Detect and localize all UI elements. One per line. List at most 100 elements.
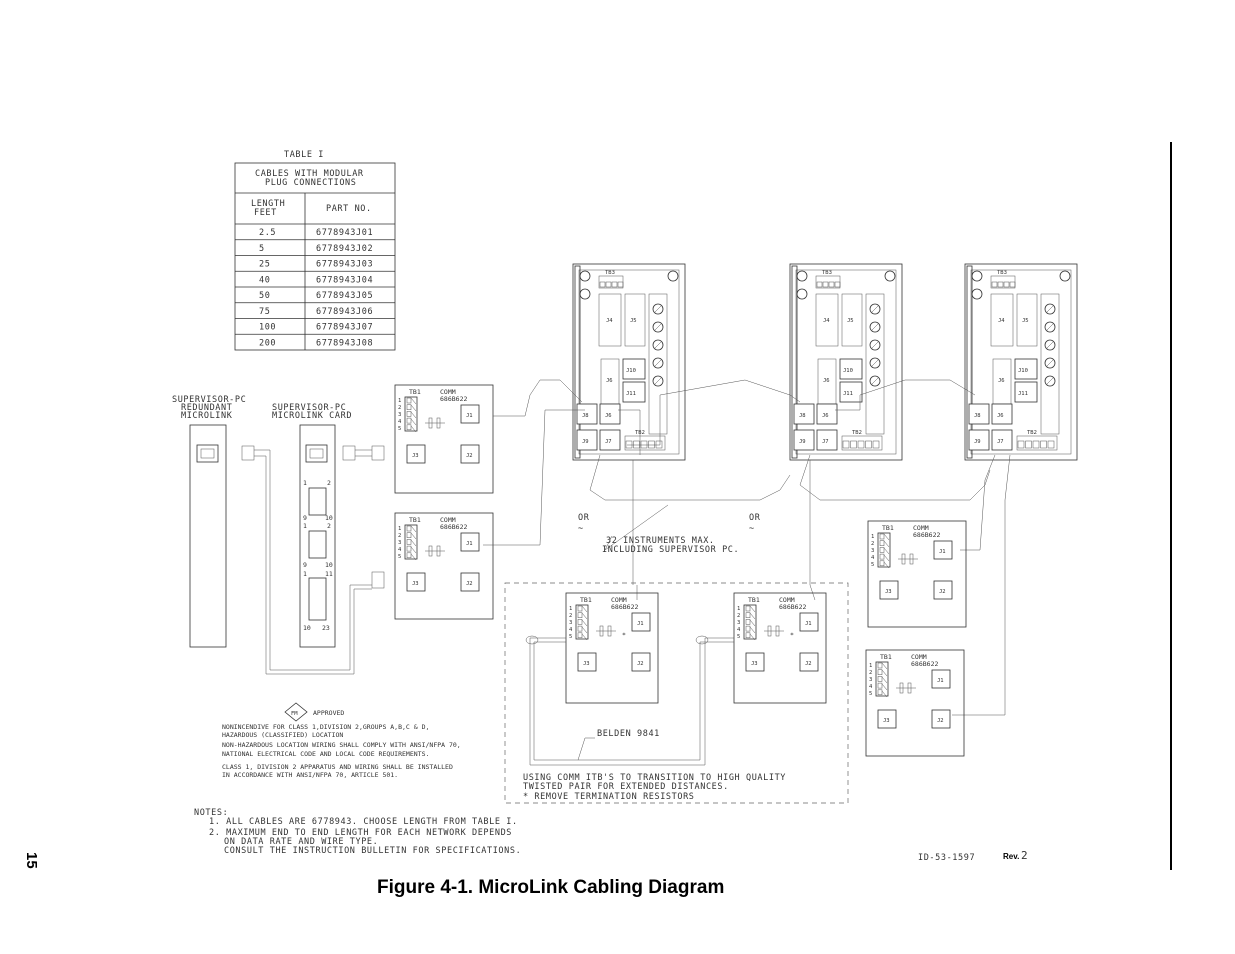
svg-text:~: ~ <box>578 524 584 534</box>
svg-text:2: 2 <box>327 522 331 530</box>
terminal-number: 5 <box>871 562 874 568</box>
tb2-terminals <box>1016 435 1058 451</box>
svg-text:2: 2 <box>327 479 331 487</box>
jack-label: J1 <box>937 678 944 684</box>
comm-module-outline <box>565 592 659 704</box>
jack-label: J1 <box>939 549 946 555</box>
jack-label: J3 <box>883 718 890 724</box>
table-cell-length: 75 <box>259 307 270 317</box>
jack-j10 <box>1014 358 1038 380</box>
jack-j1 <box>460 532 480 552</box>
jack-label: J2 <box>637 661 644 667</box>
adjust-screw-icon <box>652 357 664 369</box>
jack-j3 <box>879 580 899 600</box>
svg-text:J5: J5 <box>630 318 637 324</box>
svg-text:J11: J11 <box>843 391 853 397</box>
adjust-screw-icon <box>652 321 664 333</box>
screw-icon <box>796 270 808 282</box>
table-heading-line-2: PLUG CONNECTIONS <box>265 178 356 188</box>
jack-j9 <box>576 429 598 451</box>
comm-part-label: 686B622 <box>440 523 467 531</box>
table-cell-part: 6778943J03 <box>316 260 373 270</box>
screw-icon <box>667 270 679 282</box>
card-connector-2 <box>308 530 327 559</box>
tb3-label: TB3 <box>605 270 615 276</box>
table-cell-length: 50 <box>259 291 270 301</box>
comm-label: COMM <box>611 596 627 604</box>
jack-j2 <box>799 652 819 672</box>
page-number: 15 <box>23 852 40 869</box>
approval-line: IN ACCORDANCE WITH ANSI/NFPA 70, ARTICLE… <box>222 771 398 779</box>
terminal-block <box>877 532 891 568</box>
rev-number: 2 <box>1021 849 1028 862</box>
adjust-screw-icon <box>869 375 881 387</box>
jack-j11 <box>839 381 863 403</box>
table-cell-part: 6778943J07 <box>316 323 373 333</box>
svg-text:J8: J8 <box>799 413 806 419</box>
jack-j7 <box>816 429 838 451</box>
approval-line: NATIONAL ELECTRICAL CODE AND LOCAL CODE … <box>222 750 429 758</box>
table-cell-part: 6778943J06 <box>316 307 373 317</box>
comm-part-label: 686B622 <box>779 603 806 611</box>
jack-label: J1 <box>466 541 473 547</box>
jack-j6b <box>816 403 838 425</box>
tb1-label: TB1 <box>880 653 892 661</box>
svg-text:J9: J9 <box>974 439 981 445</box>
jack-label: J2 <box>466 581 473 587</box>
svg-text:J11: J11 <box>1018 391 1028 397</box>
adjust-screw-icon <box>869 303 881 315</box>
approval-line: HAZARDOUS (CLASSIFIED) LOCATION <box>222 731 343 739</box>
remove-resistor-marker: * <box>622 631 626 639</box>
svg-text:J6: J6 <box>822 413 829 419</box>
terminal-block <box>575 604 589 640</box>
svg-text:1. ALL CABLES ARE 6778943. CHO: 1. ALL CABLES ARE 6778943. CHOOSE LENGTH… <box>209 817 518 827</box>
table-cell-length: 100 <box>259 323 276 333</box>
svg-text:J9: J9 <box>799 439 806 445</box>
svg-text:23: 23 <box>322 624 330 632</box>
svg-text:J9: J9 <box>582 439 589 445</box>
table-heading-line-1: CABLES WITH MODULAR <box>255 169 364 179</box>
tb2-terminals <box>841 435 883 451</box>
comm-part-label: 686B622 <box>611 603 638 611</box>
jack-label: J1 <box>466 413 473 419</box>
svg-text:9: 9 <box>303 514 307 522</box>
svg-text:MICROLINK CARD: MICROLINK CARD <box>272 411 352 421</box>
card-connector-3 <box>308 577 327 621</box>
tb1-label: TB1 <box>409 516 421 524</box>
terminal-number: 5 <box>398 426 401 432</box>
terminal-number: 4 <box>737 627 741 633</box>
tb2-terminals <box>624 435 666 451</box>
jack-j9 <box>968 429 990 451</box>
table-col-length-1: LENGTH <box>251 199 285 209</box>
fm-approval-badge <box>284 702 308 722</box>
approval-line: NON-HAZARDOUS LOCATION WIRING SHALL COMP… <box>222 741 461 749</box>
terminal-number: 5 <box>869 691 872 697</box>
terminal-number: 4 <box>869 684 873 690</box>
svg-text:9: 9 <box>303 561 307 569</box>
tb1-label: TB1 <box>409 388 421 396</box>
jack-j8 <box>576 403 598 425</box>
jack-j8 <box>968 403 990 425</box>
jack-j3 <box>745 652 765 672</box>
transition-note-1: USING COMM ITB'S TO TRANSITION TO HIGH Q… <box>523 773 786 783</box>
j4-connector <box>598 293 622 347</box>
adjust-screw-icon <box>1044 375 1056 387</box>
comm-part-label: 686B622 <box>440 395 467 403</box>
comm-label: COMM <box>440 516 456 524</box>
table-cell-part: 6778943J02 <box>316 244 373 254</box>
j5-connector <box>841 293 863 347</box>
jack-j2 <box>931 709 951 729</box>
card-modular-jack <box>305 444 328 463</box>
svg-text:J10: J10 <box>626 368 636 374</box>
svg-text:1: 1 <box>303 479 307 487</box>
belden-label: BELDEN 9841 <box>597 729 660 739</box>
jack-j7 <box>599 429 621 451</box>
terminal-number: 3 <box>398 540 401 546</box>
table-1: TABLE I CABLES WITH MODULAR PLUG CONNECT… <box>234 150 396 351</box>
jack-j9 <box>793 429 815 451</box>
jack-j1 <box>799 612 819 632</box>
j4-connector <box>815 293 839 347</box>
